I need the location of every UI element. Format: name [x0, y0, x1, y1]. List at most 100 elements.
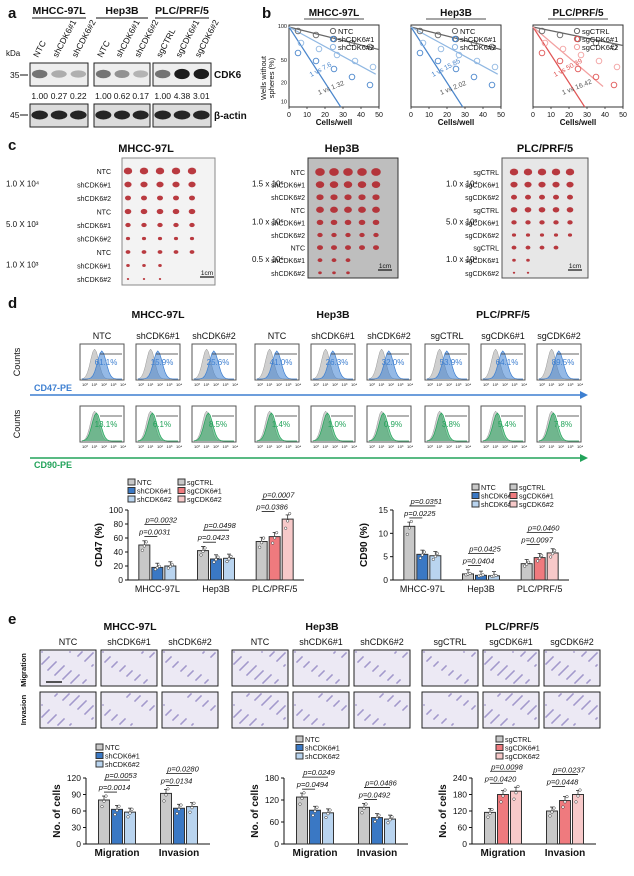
tumor-nodule: [526, 258, 530, 262]
flow-xtick: 10²: [332, 382, 338, 387]
blot-band-cdk6: [174, 68, 190, 80]
tumor-nodule: [173, 195, 179, 201]
tumor-nodule: [509, 168, 519, 176]
tumor-dose-label: 1.0 x 10³: [446, 255, 477, 264]
tumor-nodule: [188, 181, 196, 188]
tumor-nodule: [343, 181, 353, 188]
tumor-nodule: [125, 222, 131, 228]
stained-cell: [149, 709, 151, 711]
tumor-nodule: [344, 206, 352, 213]
flow-col-label: shCDK6#1: [311, 331, 355, 341]
flow-xtick: 10⁰: [194, 382, 200, 387]
p-value-label: p=0.0007: [262, 490, 295, 499]
bar: [520, 563, 533, 581]
legend-label: shCDK6#1: [481, 492, 516, 501]
flow-col-label: shCDK6#2: [367, 331, 411, 341]
bar-dot: [362, 806, 366, 810]
stained-cell: [311, 723, 313, 725]
tumor-nodule: [344, 219, 352, 226]
tumor-nodule: [158, 278, 162, 280]
blot-band-actin: [50, 110, 68, 120]
ld-point: [348, 39, 356, 47]
tumor-nodule: [157, 236, 163, 241]
flow-xtick: 10¹: [549, 382, 555, 387]
bar-dot: [503, 788, 507, 792]
stained-cell: [134, 679, 136, 681]
transwell-image: [421, 649, 479, 687]
bar: [546, 552, 559, 581]
stained-cell: [463, 704, 465, 706]
bar-dot: [229, 554, 233, 558]
bar-ytick-label: 20: [114, 561, 124, 571]
bar: [124, 811, 136, 845]
flow-percent: 1.0%: [328, 420, 346, 429]
tumor-nodule: [553, 245, 559, 250]
flow-sample-peak: [538, 412, 579, 442]
stained-cell: [573, 724, 575, 726]
tumor-lane-label: sgCDK6#1: [465, 183, 499, 190]
tumor-photo: [307, 157, 399, 279]
stained-cell: [269, 655, 271, 657]
p-value-label: p=0.0386: [255, 502, 288, 511]
blot-band-actin: [154, 110, 171, 120]
ld-xtick: 40: [479, 112, 487, 119]
legend-label: NTC: [305, 735, 320, 744]
bar-dot: [516, 784, 520, 788]
stained-cell: [520, 708, 522, 710]
flow-sample-peak: [426, 412, 467, 442]
ld-ytick: 20: [281, 81, 287, 87]
blot-density-value: 0.22: [70, 91, 87, 101]
stained-cell: [233, 704, 235, 706]
tumor-lane-label: shCDK6#2: [77, 196, 111, 203]
stained-cell: [586, 682, 588, 684]
ld-point: [416, 27, 424, 35]
ld-xtick: 10: [303, 112, 311, 119]
ld-point: [559, 45, 567, 53]
stained-cell: [47, 722, 49, 724]
bar-category-label: Migration: [95, 848, 140, 859]
stained-cell: [387, 700, 389, 702]
blot-cdk6-box: [29, 62, 89, 87]
p-value-label: p=0.0494: [296, 780, 329, 789]
flow-xtick: 10⁴: [120, 382, 126, 387]
stained-cell: [84, 713, 86, 715]
tumor-group-title: MHCC-97L: [118, 143, 174, 155]
stained-cell: [505, 699, 507, 701]
bar-dot: [565, 795, 569, 799]
tumor-dose-label: 0.5 x 10⁶: [252, 255, 284, 264]
tumor-nodule: [511, 245, 517, 250]
flow-xtick: 10⁰: [427, 382, 433, 387]
stained-cell: [525, 682, 527, 684]
legend-swatch: [95, 743, 104, 751]
tumor-nodule: [373, 232, 379, 238]
tumor-nodule: [553, 233, 559, 237]
tumor-nodule: [330, 194, 338, 201]
stained-cell: [372, 723, 374, 725]
tumor-dose-label: 1.5 x 10⁶: [252, 180, 284, 189]
ld-legend-marker: [451, 43, 459, 51]
transwell-group-title: MHCC-97L: [103, 621, 157, 633]
flow-xtick: 10³: [512, 444, 518, 449]
flow-xtick: 10¹: [379, 382, 385, 387]
p-value-label: p=0.0498: [203, 521, 236, 530]
panel-b-label: b: [262, 5, 271, 22]
tumor-nodule: [510, 181, 518, 188]
bar-dot: [525, 562, 529, 566]
tumor-lane-label: shCDK6#1: [271, 183, 305, 190]
stained-cell: [111, 666, 113, 668]
bar: [98, 799, 110, 845]
ld-legend-label: shCDK6#1: [338, 35, 374, 44]
flow-xtick: 10⁴: [295, 444, 301, 449]
tumor-nodule: [526, 271, 530, 274]
transwell-col-label: shCDK6#2: [168, 637, 212, 647]
legend-label: sgCDK6#1: [505, 744, 540, 753]
tumor-nodule: [345, 245, 351, 251]
stained-cell: [326, 679, 328, 681]
blot-lane-label: NTC: [31, 39, 48, 59]
legend-label: NTC: [481, 483, 496, 492]
stained-cell: [57, 724, 59, 726]
ld-point: [294, 49, 302, 57]
stained-cell: [134, 700, 136, 702]
tumor-nodule: [539, 194, 545, 200]
flow-col-label: sgCDK6#1: [481, 331, 525, 341]
